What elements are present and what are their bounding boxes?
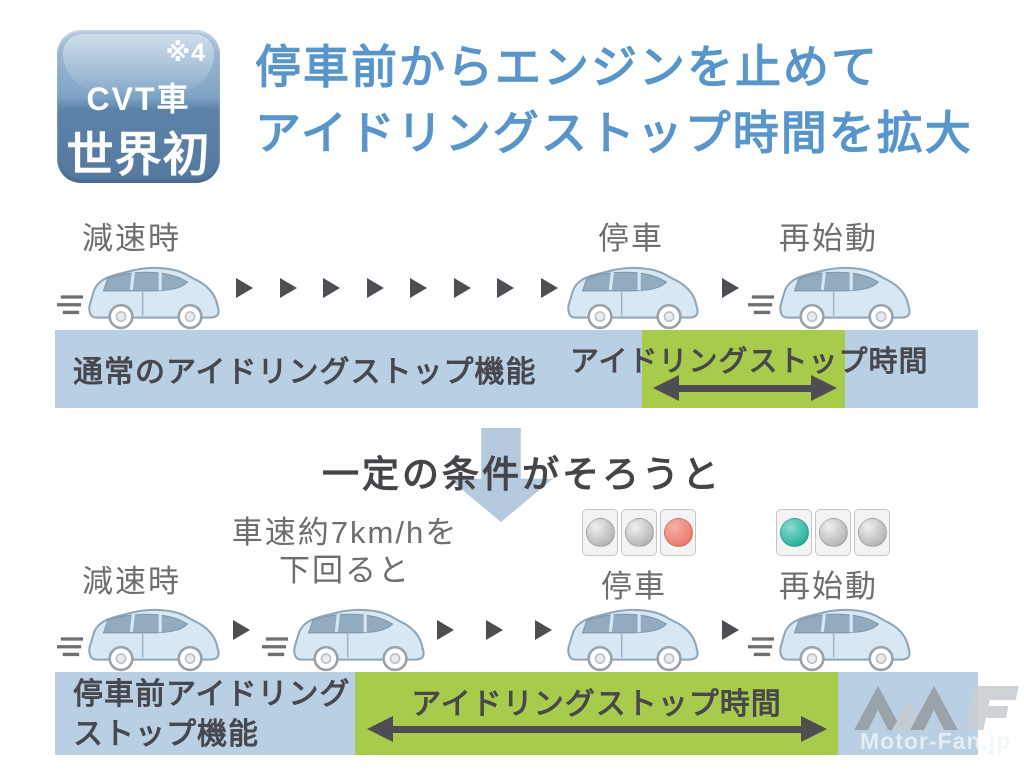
cvt-world-first-badge: ※4 CVT車 世界初 [57,30,220,183]
lamp-off-icon [585,518,615,547]
forward-arrow-icon [366,278,384,298]
car-icon [86,606,222,672]
car-icon [777,264,913,330]
top-idle-time-label: アイドリングストップ時間 [570,346,929,378]
badge-cvt-label: CVT車 [86,81,191,117]
motion-lines-icon [748,264,775,330]
top-timeline-bar: 通常のアイドリングストップ機能 アイドリングストップ時間 [55,330,978,408]
lamp-off-icon [624,518,654,547]
car-restarting [748,264,913,330]
bottom-timeline-bar: 停車前アイドリング ストップ機能 アイドリングストップ時間 [55,672,978,755]
forward-arrow-icon [279,278,297,298]
speed-threshold-line-1: 車速約7km/hを [231,515,459,550]
car-icon [86,264,222,330]
arrow-right-head-icon [801,716,827,742]
speed-threshold-label: 車速約7km/hを 下回ると [222,514,468,590]
title-line-2: アイドリングストップ時間を拡大 [255,107,973,159]
forward-arrow-icon [540,278,558,298]
forward-arrow-icon [497,278,515,298]
car-icon [565,264,701,330]
speed-threshold-line-2: 下回ると [279,553,411,588]
lamp-off-icon [857,518,887,547]
forward-arrow-icon [233,620,250,640]
motor-fan-watermark: Motor-Fan.jp [852,680,1024,764]
top-idle-duration-arrow [653,375,837,401]
forward-arrow-icon [437,620,454,640]
bottom-bar-label: 停車前アイドリング ストップ機能 [73,675,351,755]
car-icon [291,606,427,672]
arrow-shaft [679,384,811,392]
car-stopped [565,264,701,330]
traffic-light-red [582,509,696,556]
car-icon [565,606,701,672]
car-stopped [565,606,701,672]
top-restart-label: 再始動 [779,221,878,256]
top-stop-label: 停車 [598,221,664,256]
page-title: 停車前からエンジンを止めて アイドリングストップ時間を拡大 [255,34,973,166]
lamp-green-icon [779,518,809,547]
traffic-light-housing [815,509,851,556]
forward-arrow-icon [722,278,739,298]
lamp-off-icon [818,518,848,547]
motion-lines-icon [57,264,84,330]
title-line-1: 停車前からエンジンを止めて [255,41,879,93]
bottom-bar-label-line-2: ストップ機能 [73,718,259,751]
bottom-stop-label: 停車 [601,569,667,604]
car-icon [777,606,913,672]
transition-condition-label: 一定の条件がそろうと [322,454,722,495]
forward-arrow-icon [535,620,552,640]
traffic-light-housing [582,509,618,556]
traffic-light-housing [660,509,696,556]
car-decelerating [57,264,222,330]
car-below-7kmh [262,606,427,672]
forward-arrows [236,278,558,298]
lamp-red-icon [663,518,693,547]
motion-lines-icon [262,606,289,672]
arrow-left-head-icon [653,375,679,401]
traffic-light-housing [621,509,657,556]
arrow-right-head-icon [811,375,837,401]
traffic-light-green [776,509,890,556]
forward-arrow-icon [453,278,471,298]
bottom-bar-label-line-1: 停車前アイドリング [73,678,351,711]
car-decelerating [57,606,222,672]
forward-arrow-icon [236,278,253,298]
bottom-idle-time-segment [355,672,838,755]
motor-fan-logo-icon [854,686,1019,730]
bottom-decel-label: 減速時 [82,564,181,599]
badge-world-first-label: 世界初 [66,128,211,181]
forward-arrow-icon [410,278,428,298]
traffic-light-housing [854,509,890,556]
top-bar-label: 通常のアイドリングストップ機能 [73,356,537,389]
motion-lines-icon [748,606,775,672]
traffic-light-housing [776,509,812,556]
forward-arrow-icon [722,620,739,640]
forward-arrows [437,620,552,640]
forward-arrow-icon [486,620,503,640]
forward-arrow-icon [323,278,341,298]
footnote-marker: ※4 [165,39,206,67]
motion-lines-icon [57,606,84,672]
watermark-text: Motor-Fan.jp [860,728,1012,754]
bottom-restart-label: 再始動 [779,569,878,604]
bottom-idle-time-label: アイドリングストップ時間 [411,688,782,721]
car-restarting [748,606,913,672]
bottom-idle-duration-arrow [367,716,827,742]
arrow-left-head-icon [367,716,393,742]
arrow-shaft [393,725,801,733]
top-decel-label: 減速時 [82,221,181,256]
